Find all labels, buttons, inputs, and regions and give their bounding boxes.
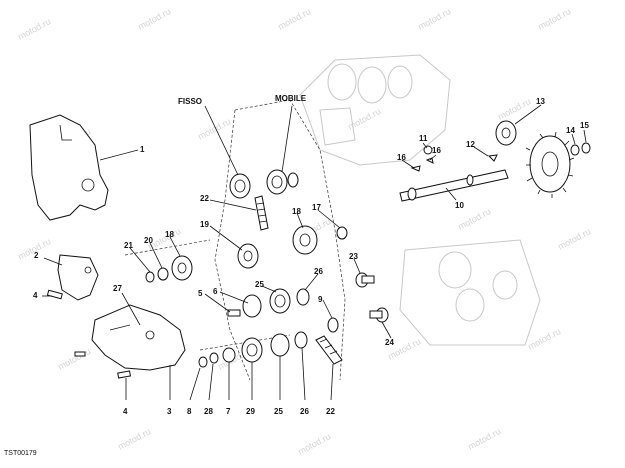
watermark-text: motod.ru bbox=[296, 431, 332, 457]
callout-25-lower: 25 bbox=[274, 407, 283, 416]
watermark-text: motod.ru bbox=[136, 6, 172, 32]
fixed-pulley[interactable] bbox=[229, 173, 251, 199]
callout-4-lower: 4 bbox=[123, 407, 128, 416]
key-16-left[interactable] bbox=[410, 165, 421, 172]
callout-1: 1 bbox=[140, 145, 145, 154]
bearing-25-upper[interactable] bbox=[269, 288, 291, 314]
washer-28[interactable] bbox=[209, 352, 219, 364]
bolt-small[interactable] bbox=[74, 351, 86, 357]
callout-7: 7 bbox=[226, 407, 231, 416]
callout-11: 11 bbox=[419, 134, 428, 143]
watermark-text: motod.ru bbox=[526, 326, 562, 352]
callout-17: 17 bbox=[312, 203, 321, 212]
outer-timing-cover[interactable] bbox=[29, 114, 109, 221]
callout-6: 6 bbox=[213, 287, 218, 296]
gear-18-upper[interactable] bbox=[292, 225, 318, 255]
watermark-text: motod.ru bbox=[196, 116, 232, 142]
washer-21[interactable] bbox=[145, 271, 155, 283]
engine-block-ghost-lower bbox=[399, 239, 541, 346]
watermark-text: motod.ru bbox=[556, 226, 592, 252]
callout-18-lower: 18 bbox=[165, 230, 174, 239]
callout-22-lower: 22 bbox=[326, 407, 335, 416]
watermark-text: motod.ru bbox=[16, 16, 52, 42]
bolt-8[interactable] bbox=[198, 356, 208, 368]
callout-19: 19 bbox=[200, 220, 209, 229]
cover-bracket[interactable] bbox=[57, 254, 99, 301]
circlip-9[interactable] bbox=[327, 317, 339, 333]
washer-17[interactable] bbox=[336, 226, 348, 240]
watermark-text: motod.ru bbox=[466, 426, 502, 452]
callout-5: 5 bbox=[198, 289, 203, 298]
nut-15[interactable] bbox=[581, 142, 591, 154]
watermark-text: motod.ru bbox=[56, 346, 92, 372]
watermark-text: motod.ru bbox=[456, 206, 492, 232]
washer-14[interactable] bbox=[570, 144, 580, 156]
callout-15: 15 bbox=[580, 121, 589, 130]
callout-10: 10 bbox=[455, 201, 464, 210]
spacer-26-lower[interactable] bbox=[294, 331, 308, 349]
washer-20[interactable] bbox=[157, 267, 169, 281]
pulley-6[interactable] bbox=[242, 294, 262, 318]
leader-lines bbox=[42, 104, 587, 401]
callout-16-right: 16 bbox=[432, 146, 441, 155]
bolt-5[interactable] bbox=[227, 309, 241, 317]
bolt-4-upper[interactable] bbox=[46, 289, 63, 300]
watermark-text: motod.ru bbox=[116, 426, 152, 452]
callout-3: 3 bbox=[167, 407, 172, 416]
callout-12: 12 bbox=[466, 140, 475, 149]
callout-18-upper: 18 bbox=[292, 207, 301, 216]
callout-29: 29 bbox=[246, 407, 255, 416]
camshaft-10[interactable] bbox=[399, 169, 509, 202]
callout-9: 9 bbox=[318, 295, 323, 304]
toothed-belt-lower[interactable] bbox=[315, 335, 343, 365]
key-12[interactable] bbox=[487, 154, 498, 162]
watermark-text: motod.ru bbox=[276, 6, 312, 32]
mobile-pulley[interactable] bbox=[266, 169, 299, 195]
callout-4-upper: 4 bbox=[33, 291, 38, 300]
callout-13: 13 bbox=[536, 97, 545, 106]
callout-14: 14 bbox=[566, 126, 575, 135]
pulley-19[interactable] bbox=[237, 243, 259, 269]
stud-23[interactable] bbox=[355, 272, 375, 288]
callout-22-upper: 22 bbox=[200, 194, 209, 203]
callout-2: 2 bbox=[34, 251, 39, 260]
watermark-text: motod.ru bbox=[416, 6, 452, 32]
callout-27: 27 bbox=[113, 284, 122, 293]
callout-26-upper: 26 bbox=[314, 267, 323, 276]
label-mobile: MOBILE bbox=[275, 94, 307, 103]
callout-25-upper: 25 bbox=[255, 280, 264, 289]
inner-timing-cover[interactable] bbox=[91, 304, 186, 371]
bolt-4-lower[interactable] bbox=[117, 370, 132, 379]
spacer-26-upper[interactable] bbox=[296, 288, 310, 306]
callout-21: 21 bbox=[124, 241, 133, 250]
watermark-text: motod.ru bbox=[536, 6, 572, 32]
callout-23: 23 bbox=[349, 252, 358, 261]
figure-code: TST00179 bbox=[4, 450, 37, 457]
callout-28: 28 bbox=[204, 407, 213, 416]
gear-18-lower[interactable] bbox=[171, 255, 193, 281]
pulley-29[interactable] bbox=[241, 337, 263, 363]
callout-24: 24 bbox=[385, 338, 394, 347]
bearing-25-lower[interactable] bbox=[270, 333, 290, 357]
hub-13[interactable] bbox=[495, 120, 517, 146]
circlip-11[interactable] bbox=[423, 145, 433, 155]
watermark-text: motod.ru bbox=[496, 96, 532, 122]
callout-20: 20 bbox=[144, 236, 153, 245]
spacer-7[interactable] bbox=[222, 347, 236, 363]
label-fisso: FISSO bbox=[178, 97, 202, 106]
callout-26-lower: 26 bbox=[300, 407, 309, 416]
engine-block-ghost-upper bbox=[299, 54, 451, 166]
toothed-belt-upper[interactable] bbox=[254, 195, 269, 231]
callout-16-left: 16 bbox=[397, 153, 406, 162]
callout-8: 8 bbox=[187, 407, 192, 416]
stud-24[interactable] bbox=[369, 307, 389, 323]
timing-gear-13[interactable] bbox=[525, 131, 575, 198]
